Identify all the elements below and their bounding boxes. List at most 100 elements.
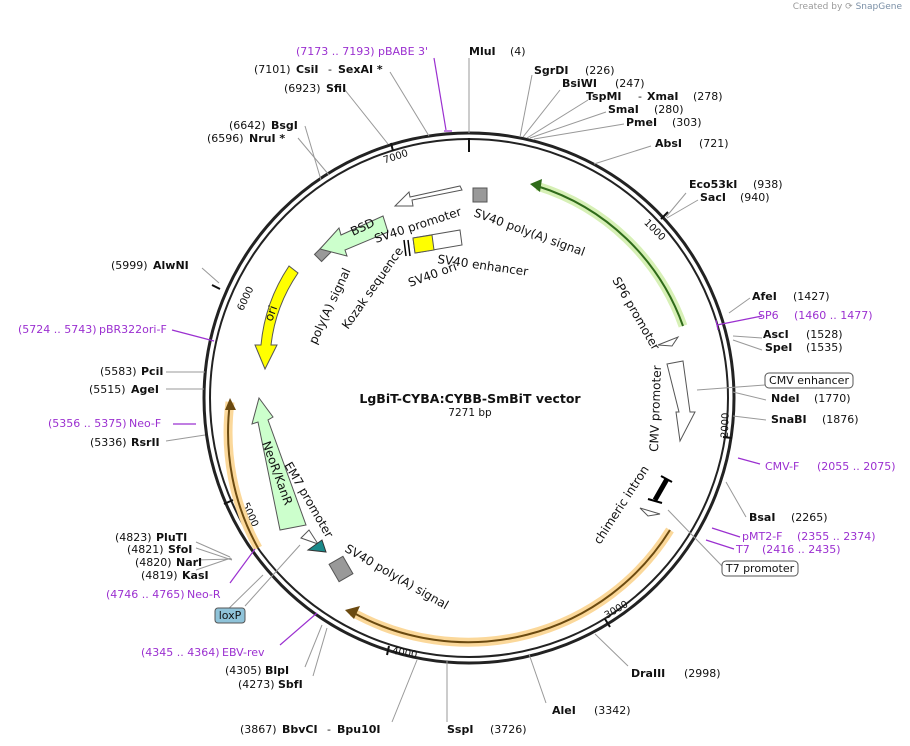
site-bsai[interactable]: BsaI xyxy=(749,511,775,524)
site-kasi-pos: (4819) xyxy=(141,569,178,582)
tick-7000 xyxy=(390,142,394,152)
primer-ebvrev[interactable]: EBV-rev xyxy=(222,646,265,659)
orange-arc-arrowhead xyxy=(345,606,360,619)
sv40-ori-label: SV40 ori xyxy=(406,259,458,289)
svg-text:-: - xyxy=(638,90,642,103)
primer-pmt2f-range: (2355 .. 2374) xyxy=(797,530,876,543)
primer-neof[interactable]: Neo-F xyxy=(129,417,161,430)
site-sfoi[interactable]: SfoI xyxy=(168,543,192,556)
site-saci-pos: (940) xyxy=(740,191,770,204)
neor-kanr-arrow xyxy=(251,396,307,531)
tick-3000 xyxy=(604,618,611,628)
kozak-label: Kozak sequence xyxy=(339,244,406,331)
site-asci[interactable]: AscI xyxy=(763,328,789,341)
site-sspi[interactable]: SspI xyxy=(447,723,473,736)
site-pcii[interactable]: PciI xyxy=(141,365,163,378)
tick-label-6000: 6000 xyxy=(236,285,257,313)
site-absi-pos: (721) xyxy=(699,137,729,150)
site-tspmi-pos: (278) xyxy=(693,90,723,103)
watermark-brand: SnapGene xyxy=(855,2,902,12)
site-sbfi-pos: (4273) xyxy=(238,678,275,691)
sp6-promoter-label: SP6 promoter xyxy=(609,275,662,353)
site-absi[interactable]: AbsI xyxy=(655,137,682,150)
site-eco53ki-pos: (938) xyxy=(753,178,783,191)
tick-5000 xyxy=(223,499,234,505)
site-csii[interactable]: CsiI xyxy=(296,63,318,76)
site-labels: MluI (4) SgrDI (226) BsiWI (247) TspMI -… xyxy=(89,45,859,736)
site-sbfi[interactable]: SbfI xyxy=(278,678,303,691)
site-sfii[interactable]: SfiI xyxy=(326,82,346,95)
primer-pbr322ori[interactable]: pBR322ori-F xyxy=(99,323,167,336)
site-ndei[interactable]: NdeI xyxy=(771,392,800,405)
site-rsrii-pos: (5336) xyxy=(90,436,127,449)
site-rsrii[interactable]: RsrII xyxy=(131,436,160,449)
site-pmei[interactable]: PmeI xyxy=(626,116,657,129)
site-kasi[interactable]: KasI xyxy=(182,569,209,582)
site-bpu10i[interactable]: Bpu10I xyxy=(337,723,381,736)
tick-label-7000: 7000 xyxy=(382,148,410,166)
site-sspi-pos: (3726) xyxy=(490,723,527,736)
site-bbvci-pos: (3867) xyxy=(240,723,277,736)
watermark-prefix: Created by xyxy=(792,2,843,12)
site-nari[interactable]: NarI xyxy=(176,556,202,569)
site-draiii[interactable]: DraIII xyxy=(631,667,665,680)
site-mlui[interactable]: MluI xyxy=(469,45,496,58)
primer-sp6[interactable]: SP6 xyxy=(758,309,779,322)
site-ndei-pos: (1770) xyxy=(814,392,851,405)
site-alei-pos: (3342) xyxy=(594,704,631,717)
site-bsgi[interactable]: BsgI xyxy=(271,119,298,132)
svg-text:-: - xyxy=(328,63,332,76)
site-agei-pos: (5515) xyxy=(89,383,126,396)
site-asci-pos: (1528) xyxy=(806,328,843,341)
site-bbvci[interactable]: BbvCI xyxy=(282,723,318,736)
site-agei[interactable]: AgeI xyxy=(131,383,159,396)
site-sfoi-pos: (4821) xyxy=(127,543,164,556)
site-alwni[interactable]: AlwNI xyxy=(153,259,189,272)
sv40-promoter-arrow xyxy=(393,185,463,207)
site-sgrdi[interactable]: SgrDI xyxy=(534,64,568,77)
site-sfii-pos: (6923) xyxy=(284,82,321,95)
site-snabi[interactable]: SnaBI xyxy=(771,413,807,426)
chimeric-intron-bar xyxy=(652,477,670,502)
polya-signal-label: poly(A) signal xyxy=(306,266,353,346)
site-blpi-pos: (4305) xyxy=(225,664,262,677)
site-alei[interactable]: AleI xyxy=(552,704,576,717)
site-spei[interactable]: SpeI xyxy=(765,341,792,354)
site-nrui[interactable]: NruI * xyxy=(249,132,285,145)
ori-label: ori xyxy=(262,304,280,323)
site-sexai[interactable]: SexAI * xyxy=(338,63,383,76)
site-smai[interactable]: SmaI xyxy=(608,103,639,116)
site-blpi[interactable]: BlpI xyxy=(265,664,289,677)
site-pluti[interactable]: PluTI xyxy=(156,531,187,544)
site-pcii-pos: (5583) xyxy=(100,365,137,378)
loxp-leader xyxy=(244,544,301,607)
chimeric-small-arrow xyxy=(639,507,661,517)
site-tspmi[interactable]: TspMI xyxy=(586,90,622,103)
primer-neor[interactable]: Neo-R xyxy=(187,588,221,601)
site-afei[interactable]: AfeI xyxy=(752,290,777,303)
site-afei-pos: (1427) xyxy=(793,290,830,303)
cmv-enhancer-box[interactable] xyxy=(764,372,854,389)
primer-pbabe3[interactable]: pBABE 3' xyxy=(378,45,428,58)
teal-small-feature xyxy=(306,539,327,553)
primer-cmvf-range: (2055 .. 2075) xyxy=(817,460,896,473)
tick-4000 xyxy=(386,645,390,656)
site-spei-pos: (1535) xyxy=(806,341,843,354)
site-csii-pos: (7101) xyxy=(254,63,291,76)
primer-sp6-range: (1460 .. 1477) xyxy=(794,309,873,322)
site-pluti-pos: (4823) xyxy=(115,531,152,544)
primer-neor-range: (4746 .. 4765) xyxy=(106,588,185,601)
primer-pmt2f[interactable]: pMT2-F xyxy=(742,530,783,543)
svg-text:-: - xyxy=(327,723,331,736)
primer-pbabe3-range: (7173 .. 7193) xyxy=(296,45,375,58)
site-xmai[interactable]: XmaI xyxy=(647,90,678,103)
site-saci[interactable]: SacI xyxy=(700,191,726,204)
site-snabi-pos: (1876) xyxy=(822,413,859,426)
site-pmei-pos: (303) xyxy=(672,116,702,129)
site-bsiwi[interactable]: BsiWI xyxy=(562,77,597,90)
primer-t7[interactable]: T7 xyxy=(735,543,750,556)
primer-cmvf[interactable]: CMV-F xyxy=(765,460,799,473)
site-eco53ki[interactable]: Eco53kI xyxy=(689,178,737,191)
t7-promoter-box[interactable] xyxy=(721,560,799,577)
loxp-box[interactable] xyxy=(214,607,246,624)
